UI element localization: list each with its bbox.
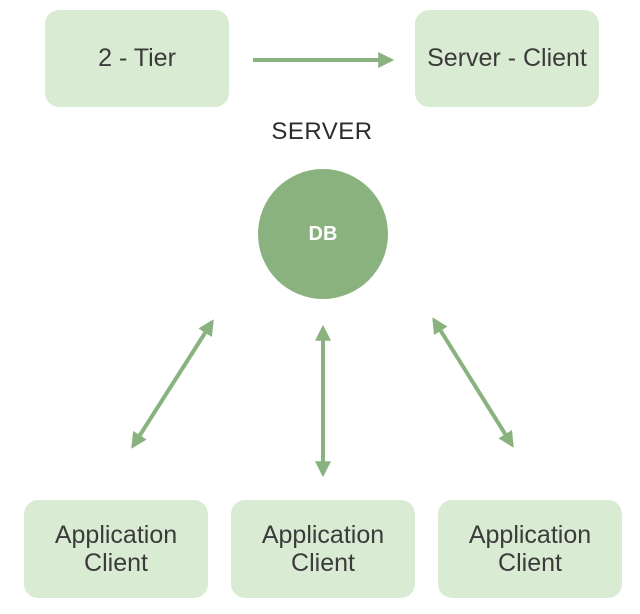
two-tier-box: 2 - Tier <box>45 10 229 107</box>
server-client-label: Server - Client <box>427 44 587 72</box>
double-arrow-db-client-3 <box>432 317 514 448</box>
application-client-box-2: Application Client <box>231 500 415 598</box>
db-circle: DB <box>258 169 388 299</box>
application-client-box-1: Application Client <box>24 500 208 598</box>
server-client-box: Server - Client <box>415 10 599 107</box>
db-label: DB <box>308 222 338 245</box>
double-arrow-db-client-1 <box>131 319 214 449</box>
client-label-line2: Client <box>291 549 355 577</box>
client-label-line2: Client <box>84 549 148 577</box>
client-label-line2: Client <box>498 549 562 577</box>
application-client-box-3: Application Client <box>438 500 622 598</box>
client-label-line1: Application <box>54 521 178 549</box>
client-label-line1: Application <box>468 521 592 549</box>
server-heading: SERVER <box>271 118 373 145</box>
two-tier-label: 2 - Tier <box>98 44 176 72</box>
client-label-line1: Application <box>261 521 385 549</box>
